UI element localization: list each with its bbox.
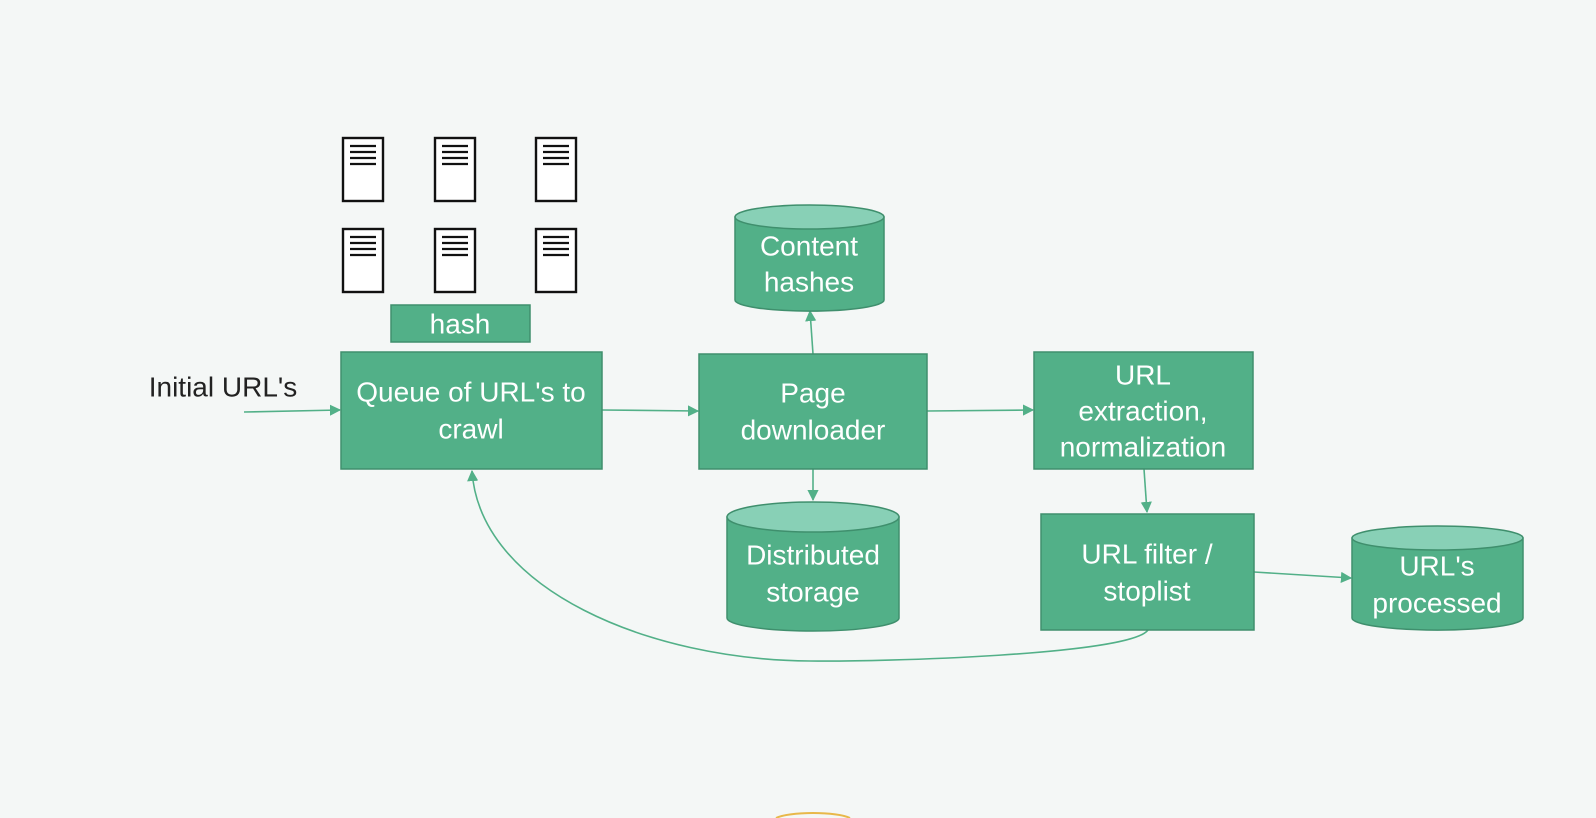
- edge-downloader-to-extraction: [926, 404, 1035, 416]
- edge-downloader-to-hashes: [805, 309, 817, 355]
- document-icon: [534, 227, 578, 294]
- document-icon: [433, 136, 477, 203]
- processed-label-line-1: URL's: [1399, 551, 1474, 582]
- url-filter-node: URL filter / stoplist: [1040, 513, 1255, 631]
- edges: [243, 309, 1353, 662]
- document-icons: [341, 136, 578, 294]
- url-extraction-node: URL extraction, normalization: [1033, 351, 1254, 470]
- extraction-label-line-1: URL: [1115, 360, 1171, 391]
- extraction-label-line-3: normalization: [1060, 432, 1227, 463]
- distributed-storage-cylinder: Distributed storage: [726, 501, 900, 632]
- decorative-circle-edge: [775, 812, 851, 818]
- document-icon: [341, 136, 385, 203]
- initial-urls-label: Initial URL's: [149, 372, 298, 403]
- content-hashes-label-line-2: hashes: [764, 267, 854, 298]
- filter-label-line-1: URL filter /: [1081, 539, 1212, 570]
- storage-label-line-2: storage: [766, 577, 859, 608]
- queue-node: Queue of URL's to crawl: [340, 351, 603, 470]
- edge-filter-to-processed: [1253, 571, 1353, 583]
- edge-extraction-to-filter: [1140, 468, 1152, 514]
- edge-initial-to-queue: [243, 404, 342, 416]
- queue-label-line-2: crawl: [438, 414, 503, 445]
- content-hashes-label-line-1: Content: [760, 231, 858, 262]
- document-icon: [341, 227, 385, 294]
- content-hashes-cylinder: Content hashes: [734, 204, 885, 312]
- edge-filter-to-queue-feedback: [467, 469, 1149, 662]
- document-icon: [534, 136, 578, 203]
- processed-label-line-2: processed: [1372, 588, 1501, 619]
- hash-box: hash: [390, 304, 531, 343]
- extraction-label-line-2: extraction,: [1078, 396, 1207, 427]
- document-icon: [433, 227, 477, 294]
- urls-processed-cylinder: URL's processed: [1351, 525, 1524, 631]
- hash-label: hash: [430, 309, 491, 340]
- downloader-label-line-2: downloader: [741, 415, 886, 446]
- filter-label-line-2: stoplist: [1103, 576, 1190, 607]
- edge-queue-to-downloader: [601, 405, 700, 417]
- page-downloader-node: Page downloader: [698, 353, 928, 470]
- storage-label-line-1: Distributed: [746, 540, 880, 571]
- downloader-label-line-1: Page: [780, 378, 845, 409]
- queue-label-line-1: Queue of URL's to: [356, 377, 585, 408]
